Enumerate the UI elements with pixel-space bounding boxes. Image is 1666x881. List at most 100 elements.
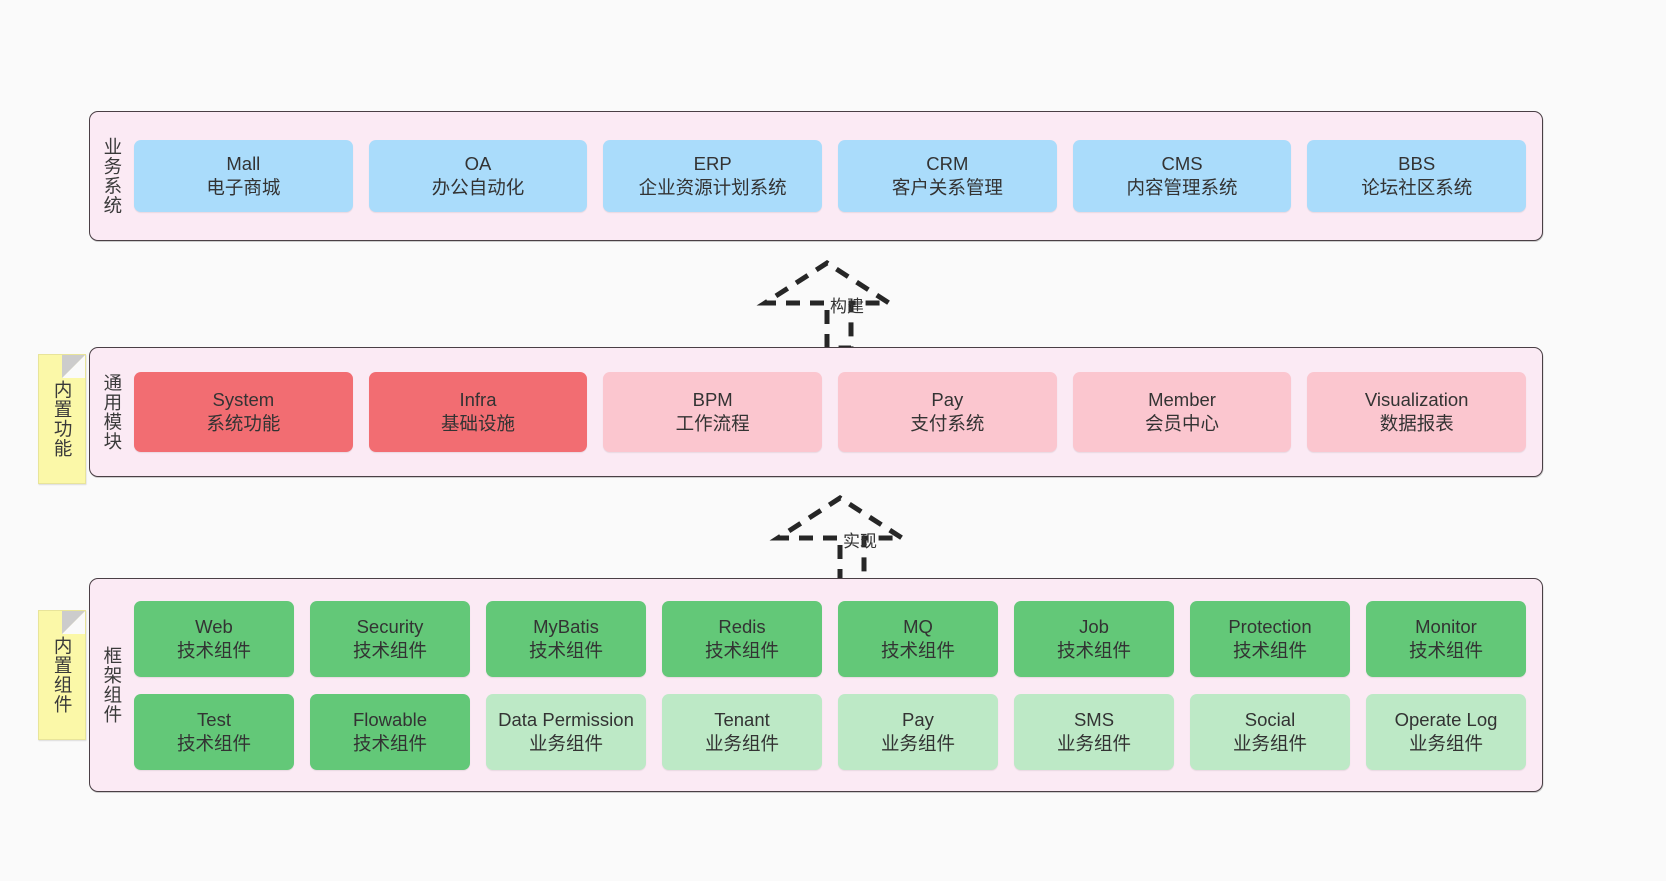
node-label-en: OA [464,153,492,175]
node-sms[interactable]: SMS 业务组件 [1014,693,1174,770]
node-label-en: Web [195,615,233,637]
node-label-en: Pay [902,708,934,730]
node-label-en: Mall [226,153,261,175]
connector-label-build: 构建 [830,297,864,316]
node-label-en: Redis [718,615,766,637]
node-label-cn: 办公自动化 [431,177,525,198]
node-label-cn: 业务组件 [880,732,955,754]
node-flowable[interactable]: Flowable 技术组件 [310,693,470,770]
connector-implement: 实现 [768,490,928,586]
node-mq[interactable]: MQ 技术组件 [838,600,998,677]
node-label-en: Security [356,615,424,637]
node-job[interactable]: Job 技术组件 [1014,600,1174,677]
node-label-cn: 系统功能 [206,413,281,434]
node-label-cn: 技术组件 [176,639,251,661]
node-label-cn: 客户关系管理 [891,177,1003,198]
node-label-en: Operate Log [1394,708,1498,730]
node-label-cn: 基础设施 [441,413,516,434]
node-label-en: Pay [931,389,964,411]
node-label-en: Infra [459,389,497,411]
node-label-cn: 数据报表 [1379,413,1454,434]
node-row: Test 技术组件 Flowable 技术组件 Data Permission … [134,693,1526,770]
node-label-cn: 电子商城 [206,177,281,198]
node-data-permission[interactable]: Data Permission 业务组件 [486,693,646,770]
node-label-cn: 技术组件 [1232,639,1307,661]
node-protection[interactable]: Protection 技术组件 [1190,600,1350,677]
node-redis[interactable]: Redis 技术组件 [662,600,822,677]
node-label-en: MQ [903,615,933,637]
node-label-cn: 业务组件 [704,732,779,754]
layer-business-systems: 业务系统 Mall 电子商城 OA 办公自动化 ERP 企业资源计划系统 CRM [89,111,1543,241]
layer-body-modules: System 系统功能 Infra 基础设施 BPM 工作流程 Pay 支付系统… [134,348,1542,476]
node-label-en: Test [197,708,231,730]
node-label-cn: 技术组件 [176,732,251,754]
node-pay-module[interactable]: Pay 支付系统 [838,372,1057,452]
node-monitor[interactable]: Monitor 技术组件 [1366,600,1526,677]
node-test[interactable]: Test 技术组件 [134,693,294,770]
connector-build: 构建 [755,255,915,351]
node-social[interactable]: Social 业务组件 [1190,693,1350,770]
node-label-en: BBS [1398,153,1436,175]
sticky-note-label: 内置功能 [52,380,74,458]
layer-body-business: Mall 电子商城 OA 办公自动化 ERP 企业资源计划系统 CRM 客户关系… [134,112,1542,240]
node-cms[interactable]: CMS 内容管理系统 [1072,140,1292,212]
node-tenant[interactable]: Tenant 业务组件 [662,693,822,770]
node-label-en: MyBatis [533,615,599,637]
node-erp[interactable]: ERP 企业资源计划系统 [603,140,823,212]
node-label-en: BPM [692,389,733,411]
node-security[interactable]: Security 技术组件 [310,600,470,677]
node-row: System 系统功能 Infra 基础设施 BPM 工作流程 Pay 支付系统… [134,372,1527,452]
node-visualization[interactable]: Visualization 数据报表 [1307,372,1527,452]
node-label-cn: 工作流程 [675,413,750,434]
node-member[interactable]: Member 会员中心 [1072,372,1292,452]
node-label-en: Member [1148,389,1216,411]
node-label-cn: 业务组件 [528,732,603,754]
node-infra[interactable]: Infra 基础设施 [368,372,588,452]
node-label-en: Data Permission [498,708,634,730]
node-label-en: SMS [1073,708,1115,730]
node-label-cn: 技术组件 [528,639,603,661]
node-label-en: Visualization [1364,389,1469,411]
node-label-en: Flowable [352,708,428,730]
up-arrow-icon [769,495,911,586]
node-web[interactable]: Web 技术组件 [134,600,294,677]
node-system[interactable]: System 系统功能 [134,372,353,452]
node-pay-component[interactable]: Pay 业务组件 [838,693,998,770]
node-label-cn: 企业资源计划系统 [638,177,787,198]
layer-body-framework: Web 技术组件 Security 技术组件 MyBatis 技术组件 Redi… [134,579,1542,791]
node-label-cn: 业务组件 [1408,732,1483,754]
sticky-note-label: 内置组件 [52,636,74,714]
node-label-cn: 会员中心 [1145,413,1220,434]
node-row: Web 技术组件 Security 技术组件 MyBatis 技术组件 Redi… [134,600,1526,677]
node-label-cn: 论坛社区系统 [1361,177,1473,198]
node-mall[interactable]: Mall 电子商城 [134,140,353,212]
node-label-en: ERP [693,153,732,175]
node-label-en: Job [1079,615,1109,637]
node-label-cn: 技术组件 [704,639,779,661]
node-label-en: Protection [1228,615,1312,637]
node-label-cn: 技术组件 [352,732,427,754]
sticky-note-builtin-features: 内置功能 [38,354,86,484]
node-label-en: CRM [926,153,969,175]
node-bpm[interactable]: BPM 工作流程 [603,372,823,452]
connector-label-implement: 实现 [843,532,877,551]
node-label-en: Social [1244,708,1296,730]
node-crm[interactable]: CRM 客户关系管理 [838,140,1057,212]
node-label-cn: 业务组件 [1056,732,1131,754]
node-bbs[interactable]: BBS 论坛社区系统 [1307,140,1527,212]
node-operate-log[interactable]: Operate Log 业务组件 [1366,693,1526,770]
layer-title-business: 业务系统 [101,137,123,215]
node-label-en: Tenant [714,708,770,730]
layer-title-framework: 框架组件 [101,646,123,724]
layer-common-modules: 通用模块 System 系统功能 Infra 基础设施 BPM 工作流程 Pay [89,347,1543,477]
node-label-cn: 技术组件 [1408,639,1483,661]
sticky-note-builtin-components: 内置组件 [38,610,86,740]
node-label-cn: 技术组件 [880,639,955,661]
up-arrow-icon [756,260,898,351]
node-oa[interactable]: OA 办公自动化 [368,140,588,212]
node-mybatis[interactable]: MyBatis 技术组件 [486,600,646,677]
node-row: Mall 电子商城 OA 办公自动化 ERP 企业资源计划系统 CRM 客户关系… [134,140,1527,212]
node-label-cn: 业务组件 [1232,732,1307,754]
node-label-cn: 技术组件 [352,639,427,661]
